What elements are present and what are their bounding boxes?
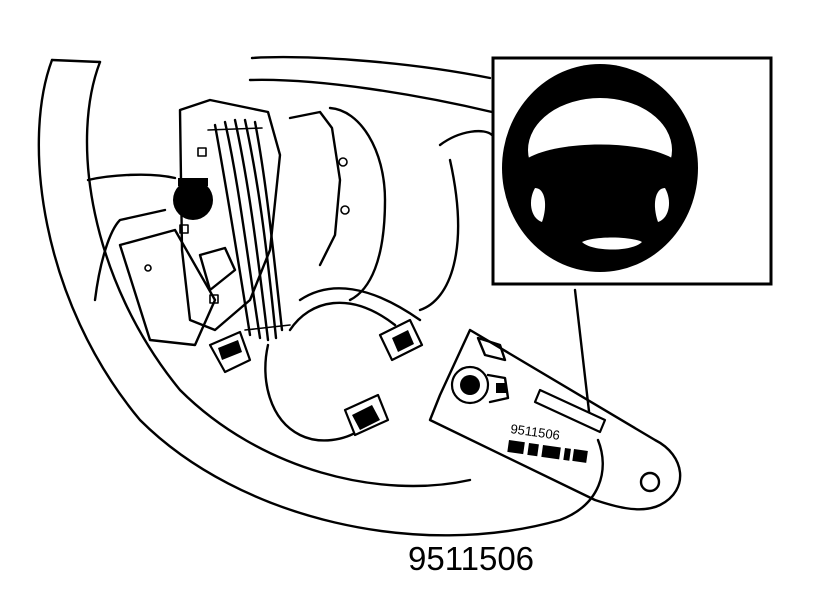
figure-number: 9511506 xyxy=(408,540,535,577)
wire-loops xyxy=(264,287,422,442)
airbag-tag xyxy=(428,328,682,511)
side-connector-lower xyxy=(343,393,390,437)
right-spoke xyxy=(328,106,494,312)
lower-clip xyxy=(208,330,252,374)
inset-overview xyxy=(491,56,773,286)
side-connector-upper xyxy=(378,318,424,362)
tag-connector xyxy=(450,365,510,405)
tag-barcode xyxy=(507,440,588,463)
inset-steering-wheel xyxy=(502,64,698,272)
steering-wheel-rim xyxy=(37,55,604,537)
round-connector xyxy=(173,178,213,220)
wire-harness xyxy=(207,118,291,342)
tag-part-number: 9511506 xyxy=(510,421,561,443)
left-spoke xyxy=(86,173,217,347)
